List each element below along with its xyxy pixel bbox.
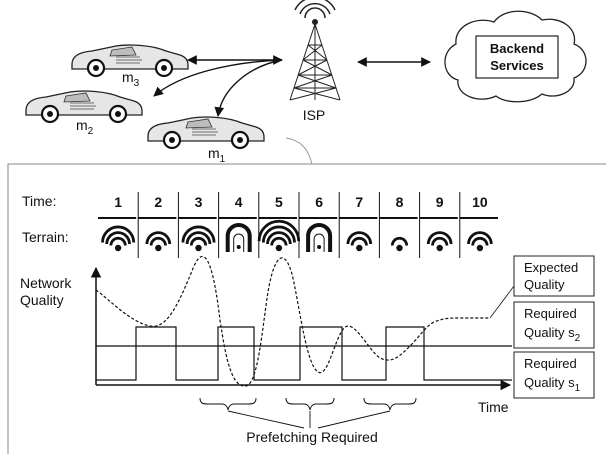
brace-2 — [285, 397, 335, 411]
wifi-very-strong-icon — [257, 219, 301, 252]
cell-tower-icon — [289, 0, 341, 101]
timeline-slot: 4 — [218, 192, 257, 258]
time-label: Time: — [22, 193, 56, 209]
legend-expected-leader — [489, 285, 515, 319]
required-quality-s1-line — [96, 326, 512, 381]
y-axis-label-line1: Network — [20, 275, 72, 291]
legend-s1-line2: Quality s1 — [524, 375, 581, 394]
wifi-medium-icon — [426, 231, 453, 252]
timeline-slots: 1 2 3 4 5 6 7 8 9 10 — [98, 192, 498, 258]
legend-s2-line1: Required — [524, 306, 577, 321]
wifi-strong-icon — [181, 225, 216, 252]
timeline-slot: 2 — [137, 192, 177, 258]
brace-1 — [199, 397, 257, 411]
arrow-isp-m2 — [153, 59, 283, 97]
detail-panel-border — [7, 163, 606, 454]
expected-quality-curve — [95, 255, 490, 387]
arrow-isp-m1 — [214, 59, 283, 117]
quality-chart: Network Quality Time Expected Quality Re… — [20, 255, 595, 445]
backend-label-line1: Backend — [490, 41, 544, 56]
legend-s2-line2: Quality s2 — [524, 325, 581, 344]
car-m2-label: m2 — [76, 117, 94, 137]
timeline-slot: 9 — [419, 192, 458, 258]
prefetch-braces — [199, 397, 417, 411]
slot-time-label: 2 — [154, 194, 162, 210]
connector-m1-panel — [285, 137, 313, 165]
legend-s2-box — [513, 301, 595, 349]
car-m3: m3 — [70, 43, 190, 89]
slot-time-label: 3 — [195, 194, 203, 210]
legend-s1-line1: Required — [524, 356, 577, 371]
legend-expected-box — [513, 255, 595, 297]
timeline-slot: 8 — [378, 192, 418, 258]
timeline-slot: 6 — [298, 192, 338, 258]
wifi-weak-icon — [390, 236, 409, 252]
timeline-slot: 10 — [459, 192, 498, 258]
terrain-label: Terrain: — [22, 229, 69, 245]
timeline-slot: 5 — [257, 192, 301, 258]
backend-box — [475, 35, 559, 79]
car-m2: m2 — [24, 89, 144, 137]
slot-time-label: 8 — [396, 194, 404, 210]
slot-time-label: 5 — [275, 194, 283, 210]
legend-s1-box — [513, 351, 595, 399]
prefetch-pointers — [227, 410, 391, 429]
legend-expected-line1: Expected — [524, 260, 578, 275]
car-m1-label: m1 — [208, 145, 226, 165]
wifi-strong-icon — [101, 225, 136, 252]
wifi-medium-icon — [346, 231, 373, 252]
slot-time-label: 7 — [355, 194, 363, 210]
backend-label-line2: Services — [490, 58, 544, 73]
wifi-medium-icon — [467, 231, 493, 252]
timeline-slot: 7 — [338, 192, 378, 258]
slot-time-label: 4 — [235, 194, 243, 210]
slot-time-label: 10 — [472, 194, 488, 210]
slot-time-label: 9 — [436, 194, 444, 210]
prefetch-annotation: Prefetching Required — [246, 429, 378, 445]
timeline-slot: 1 — [98, 194, 137, 252]
tunnel-icon — [225, 223, 252, 252]
x-axis-label: Time — [478, 399, 509, 415]
car-m3-label: m3 — [122, 69, 140, 89]
timeline-slot: 3 — [177, 192, 217, 258]
tunnel-icon — [306, 223, 333, 252]
car-m1: m1 — [146, 115, 266, 165]
brace-3 — [363, 397, 417, 411]
wifi-medium-icon — [145, 231, 172, 252]
slot-time-label: 1 — [114, 194, 122, 210]
y-axis-label-line2: Quality — [20, 292, 64, 308]
slot-time-label: 6 — [315, 194, 323, 210]
legend-expected-line2: Quality — [524, 277, 565, 292]
isp-label: ISP — [303, 107, 326, 123]
